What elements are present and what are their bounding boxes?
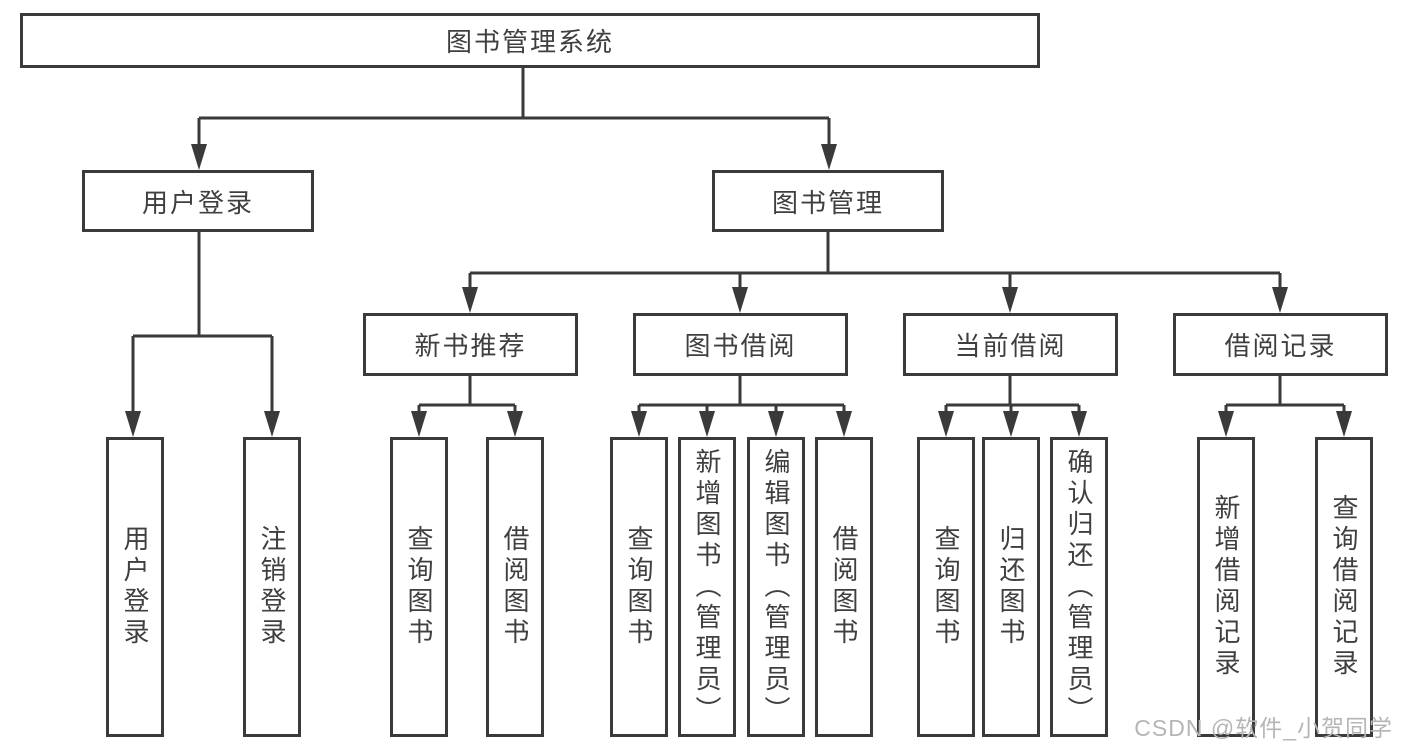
leaf-user-login: 用户登录 [106,437,164,737]
leaf-borrow-books: 借阅图书 [815,437,873,737]
node-label: 借阅图书 [829,525,859,649]
leaf-return-books: 归还图书 [982,437,1040,737]
leaf-edit-books-admin: 编辑图书（管理员） [747,437,805,737]
node-label: 新书推荐 [414,331,527,361]
node-current-borrowing: 当前借阅 [903,313,1118,376]
leaf-add-books-admin: 新增图书（管理员） [678,437,736,737]
node-label: 确认归还（管理员） [1064,447,1094,727]
node-library-management-system: 图书管理系统 [20,13,1040,68]
node-label: 注销登录 [257,525,287,649]
node-label: 查询图书 [931,525,961,649]
leaf-logout: 注销登录 [243,437,301,737]
node-user-login: 用户登录 [82,170,314,232]
leaf-add-borrow-record: 新增借阅记录 [1197,437,1255,737]
node-label: 图书管理系统 [445,27,614,57]
leaf-search-borrow-record: 查询借阅记录 [1315,437,1373,737]
node-label: 用户登录 [141,187,254,218]
node-label: 图书管理 [771,187,884,218]
node-new-book-recommendation: 新书推荐 [363,313,578,376]
connector-paths [131,68,1346,414]
node-label: 查询图书 [404,525,434,649]
node-label: 当前借阅 [954,331,1067,361]
csdn-watermark: CSDN @软件_小贺同学 [1134,715,1393,741]
node-label: 新增图书（管理员） [692,447,722,727]
leaf-confirm-return-admin: 确认归还（管理员） [1050,437,1108,737]
arrowheads [125,144,1352,437]
node-label: 新增借阅记录 [1211,494,1241,680]
node-book-borrowing: 图书借阅 [633,313,848,376]
leaf-search-books-borrow: 查询图书 [610,437,668,737]
node-book-management: 图书管理 [712,170,944,232]
node-label: 图书借阅 [684,331,797,361]
leaf-search-books-recommend: 查询图书 [390,437,448,737]
node-label: 查询借阅记录 [1329,494,1359,680]
node-label: 借阅记录 [1224,331,1337,361]
node-label: 借阅图书 [500,525,530,649]
node-label: 归还图书 [996,525,1026,649]
node-label: 查询图书 [624,525,654,649]
node-borrowing-records: 借阅记录 [1173,313,1388,376]
leaf-borrow-books-recommend: 借阅图书 [486,437,544,737]
node-label: 用户登录 [120,525,150,649]
leaf-search-books-current: 查询图书 [917,437,975,737]
node-label: 编辑图书（管理员） [761,447,791,727]
